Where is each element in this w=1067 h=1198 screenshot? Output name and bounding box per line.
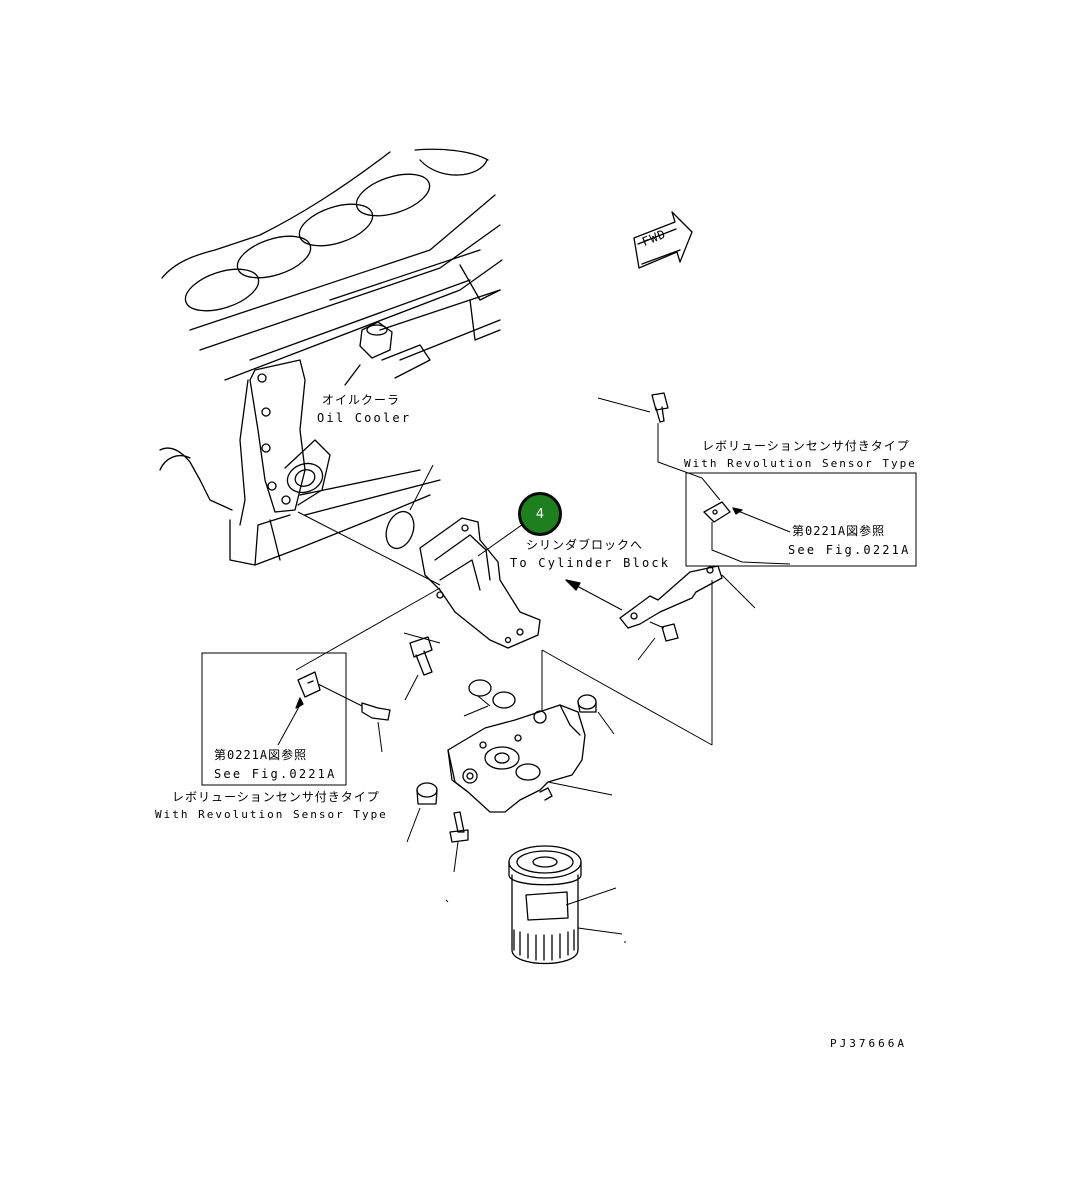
filter-bracket: [419, 517, 541, 649]
sensor-bracket-bolt: [597, 392, 721, 501]
see-fig-top-label-en: See Fig.0221A: [788, 543, 911, 557]
see-fig-box-top: [685, 472, 917, 567]
washers: [463, 679, 516, 717]
rev-sensor-top-label-en: With Revolution Sensor Type: [684, 457, 917, 470]
sensor-clip-top: [703, 501, 791, 565]
oil-cooler-label-en: Oil Cooler: [317, 411, 412, 425]
see-fig-bottom-label-en: See Fig.0221A: [214, 767, 337, 781]
o-ring: [385, 510, 415, 550]
callout-badge-4[interactable]: 4: [518, 492, 562, 536]
sensor-clip-bottom: [277, 671, 391, 753]
filter-head: [447, 704, 613, 813]
to-cylinder-arrow-icon: [565, 579, 623, 611]
rev-sensor-top-label-jp: レボリューションセンサ付きタイプ: [702, 439, 910, 453]
see-fig-top-label-jp: 第0221A図参照: [792, 524, 886, 538]
bracket-bolt: [403, 632, 441, 701]
fwd-arrow-icon: [633, 211, 693, 269]
oil-cooler-label-jp: オイルクーラ: [322, 393, 401, 407]
rev-sensor-bottom-label-en: With Revolution Sensor Type: [155, 808, 388, 821]
see-fig-bottom-label-jp: 第0221A図参照: [214, 748, 308, 762]
see-fig-box-bottom: [201, 652, 347, 786]
stay-bracket: [619, 565, 756, 745]
leader-arrow-icon: [732, 507, 743, 515]
engine-block: [159, 148, 503, 566]
rev-sensor-bottom-label-jp: レボリューションセンサ付きタイプ: [172, 790, 380, 804]
stay-bolt: [637, 621, 679, 661]
plug-left: [406, 782, 438, 843]
drawing-code: PJ37666A: [830, 1037, 907, 1050]
filter-head-bolt: [449, 811, 469, 873]
to-cylinder-label-jp: シリンダブロックへ: [526, 538, 644, 552]
to-cylinder-label-en: To Cylinder Block: [510, 556, 671, 570]
oil-filter: [508, 845, 626, 965]
plug-upper: [577, 694, 615, 735]
